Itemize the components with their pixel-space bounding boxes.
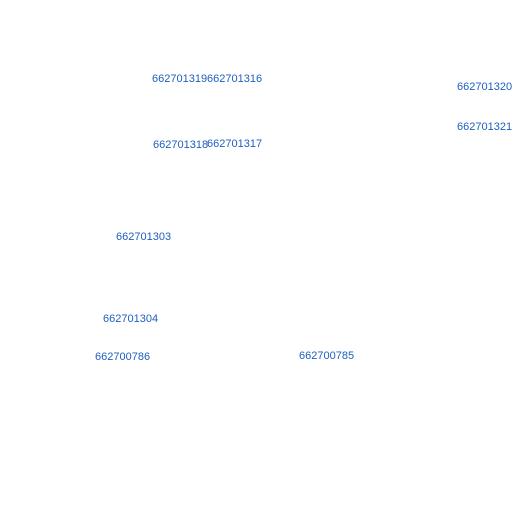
- parcel-label[interactable]: 662701320: [457, 81, 512, 93]
- parcel-label[interactable]: 662701303: [116, 231, 172, 243]
- parcel-label[interactable]: 662701319: [152, 73, 208, 85]
- parcel-label[interactable]: 662701321: [457, 121, 512, 133]
- parcel-label[interactable]: 662700785: [299, 350, 355, 362]
- parcel-label[interactable]: 662701318: [153, 139, 209, 151]
- parcel-label[interactable]: 662701304: [103, 313, 159, 325]
- parcel-label[interactable]: 662700786: [95, 351, 151, 363]
- parcel-label[interactable]: 662701316: [207, 73, 263, 85]
- parcel-label[interactable]: 662701317: [207, 138, 263, 150]
